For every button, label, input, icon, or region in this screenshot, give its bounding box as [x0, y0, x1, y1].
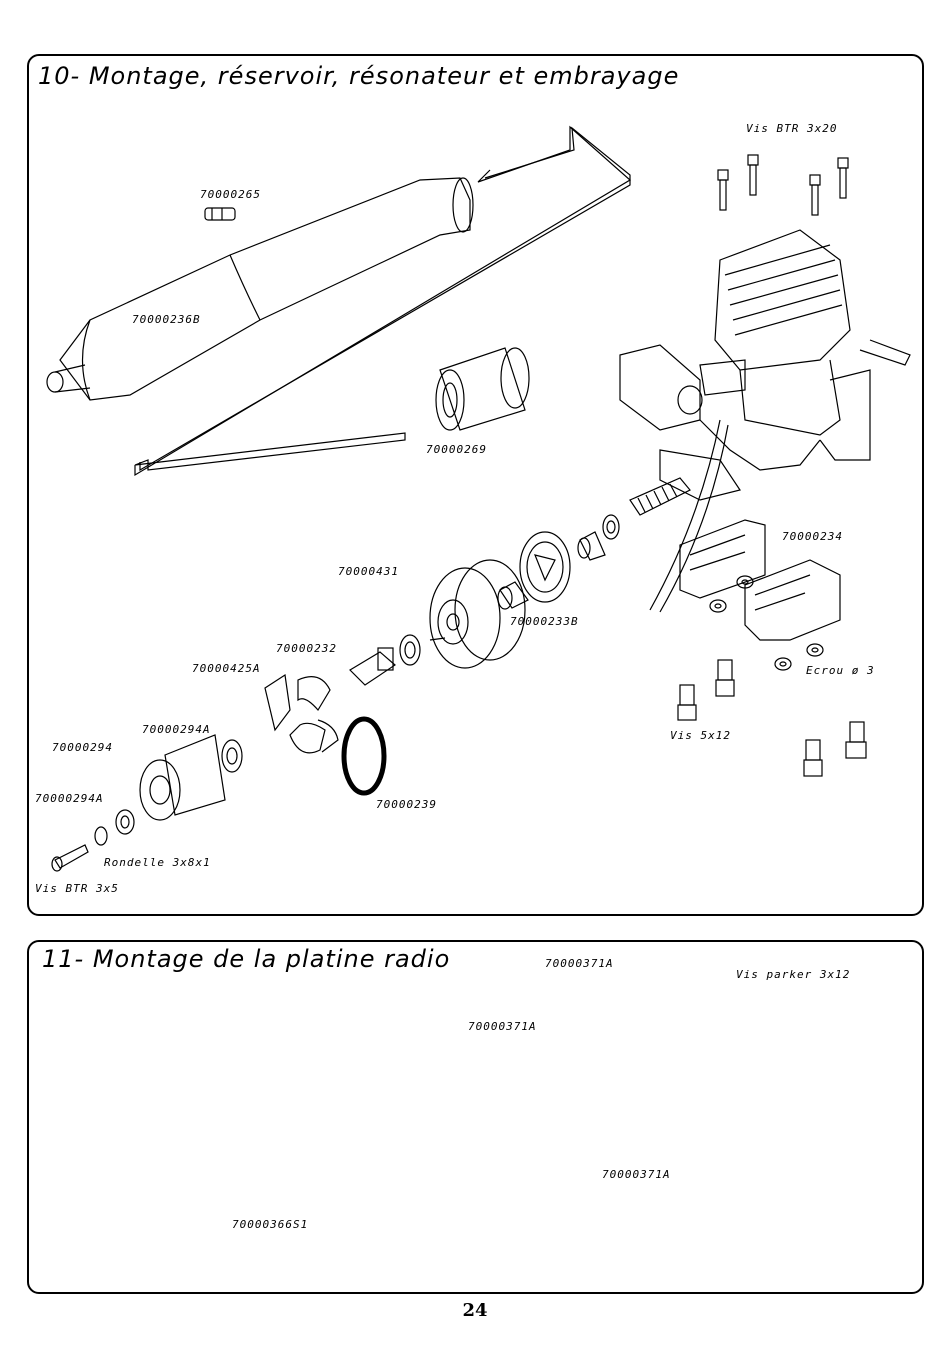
engine-shape	[619, 229, 911, 613]
label-vis-btr-3x5: Vis BTR 3x5	[35, 882, 119, 895]
flow-path-outline	[139, 126, 631, 472]
btr-screw-3x5-shape	[51, 844, 89, 872]
label-70000294a-top: 70000294A	[142, 723, 211, 736]
flywheel-shape	[519, 531, 571, 603]
label-rondelle-3x8x1: Rondelle 3x8x1	[104, 856, 211, 869]
label-70000366s1: 70000366S1	[232, 1218, 309, 1231]
btr-screw-3x20-shape	[717, 154, 849, 216]
label-70000234: 70000234	[782, 530, 843, 543]
collet-shape	[577, 531, 606, 561]
label-ecrou-3: Ecrou ø 3	[806, 664, 875, 677]
cone-shape	[497, 581, 529, 610]
section-10-title: 10- Montage, réservoir, résonateur et em…	[38, 62, 680, 90]
label-70000371a-mid: 70000371A	[468, 1020, 537, 1033]
clutch-drum-shape	[139, 734, 243, 821]
washer-shape	[602, 514, 620, 540]
page-number: 24	[462, 1300, 488, 1321]
label-70000294a-left: 70000294A	[35, 792, 104, 805]
label-70000236b: 70000236B	[132, 313, 201, 326]
label-70000425a: 70000425A	[192, 662, 261, 675]
coupler-shape	[435, 347, 530, 431]
label-70000265: 70000265	[200, 188, 261, 201]
clutch-shoe-shape	[264, 673, 339, 754]
exhaust-flow-arrow	[134, 125, 632, 477]
label-70000233b: 70000233B	[510, 615, 579, 628]
clutch-washer-shape	[399, 634, 421, 666]
label-vis-5x12: Vis 5x12	[670, 729, 731, 742]
rondelle-shape	[94, 826, 108, 846]
screw-5x12-shape	[677, 659, 867, 777]
label-70000431: 70000431	[338, 565, 399, 578]
label-70000269: 70000269	[426, 443, 487, 456]
engine-mount-shape	[679, 519, 841, 641]
resonator-pipe-shape	[46, 177, 474, 401]
nipple-fitting-shape	[204, 207, 236, 221]
label-vis-parker-3x12: Vis parker 3x12	[736, 968, 851, 981]
label-vis-btr-3x20: Vis BTR 3x20	[746, 122, 838, 135]
section-11-panel	[27, 940, 924, 1294]
label-70000371a-top: 70000371A	[545, 957, 614, 970]
label-70000232: 70000232	[276, 642, 337, 655]
o-ring-shape	[341, 716, 387, 796]
label-70000371a-low: 70000371A	[602, 1168, 671, 1181]
clutch-nut-shape	[349, 647, 396, 686]
bearing-shape	[115, 809, 135, 835]
label-70000239: 70000239	[376, 798, 437, 811]
section-11-title: 11- Montage de la platine radio	[42, 945, 451, 973]
nut-shape	[709, 575, 824, 671]
clutch-bell-gear-shape	[429, 559, 526, 669]
label-70000294: 70000294	[52, 741, 113, 754]
crankshaft-shape	[629, 477, 691, 516]
